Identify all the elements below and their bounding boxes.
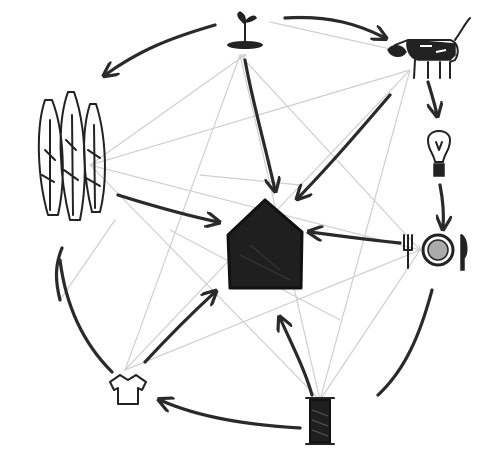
arrow-trees-to-shirt [60,260,112,372]
faint-connections [60,22,420,400]
arrow-spool-shirt [160,400,300,428]
arrow-sprout-to-cow [285,17,385,38]
arrow-shirt-to-house [145,292,215,362]
thread-spool-icon [306,398,334,444]
shirt-icon [110,375,146,404]
arrow-cow-to-lightbulb [428,82,437,115]
sprout-icon [227,12,263,49]
arrow-meal-to-spool [378,290,432,395]
trees-icon [39,92,105,220]
arrow-cow-to-house [298,95,390,198]
arrow-sprout-to-house [245,60,275,190]
lightbulb-icon [428,131,450,176]
arrow-spool-to-house [280,318,312,395]
arrow-lightbulb-to-meal [440,185,443,228]
house-icon [228,200,302,288]
cow-icon [388,18,470,78]
arrow-sprout-to-trees [105,25,215,75]
